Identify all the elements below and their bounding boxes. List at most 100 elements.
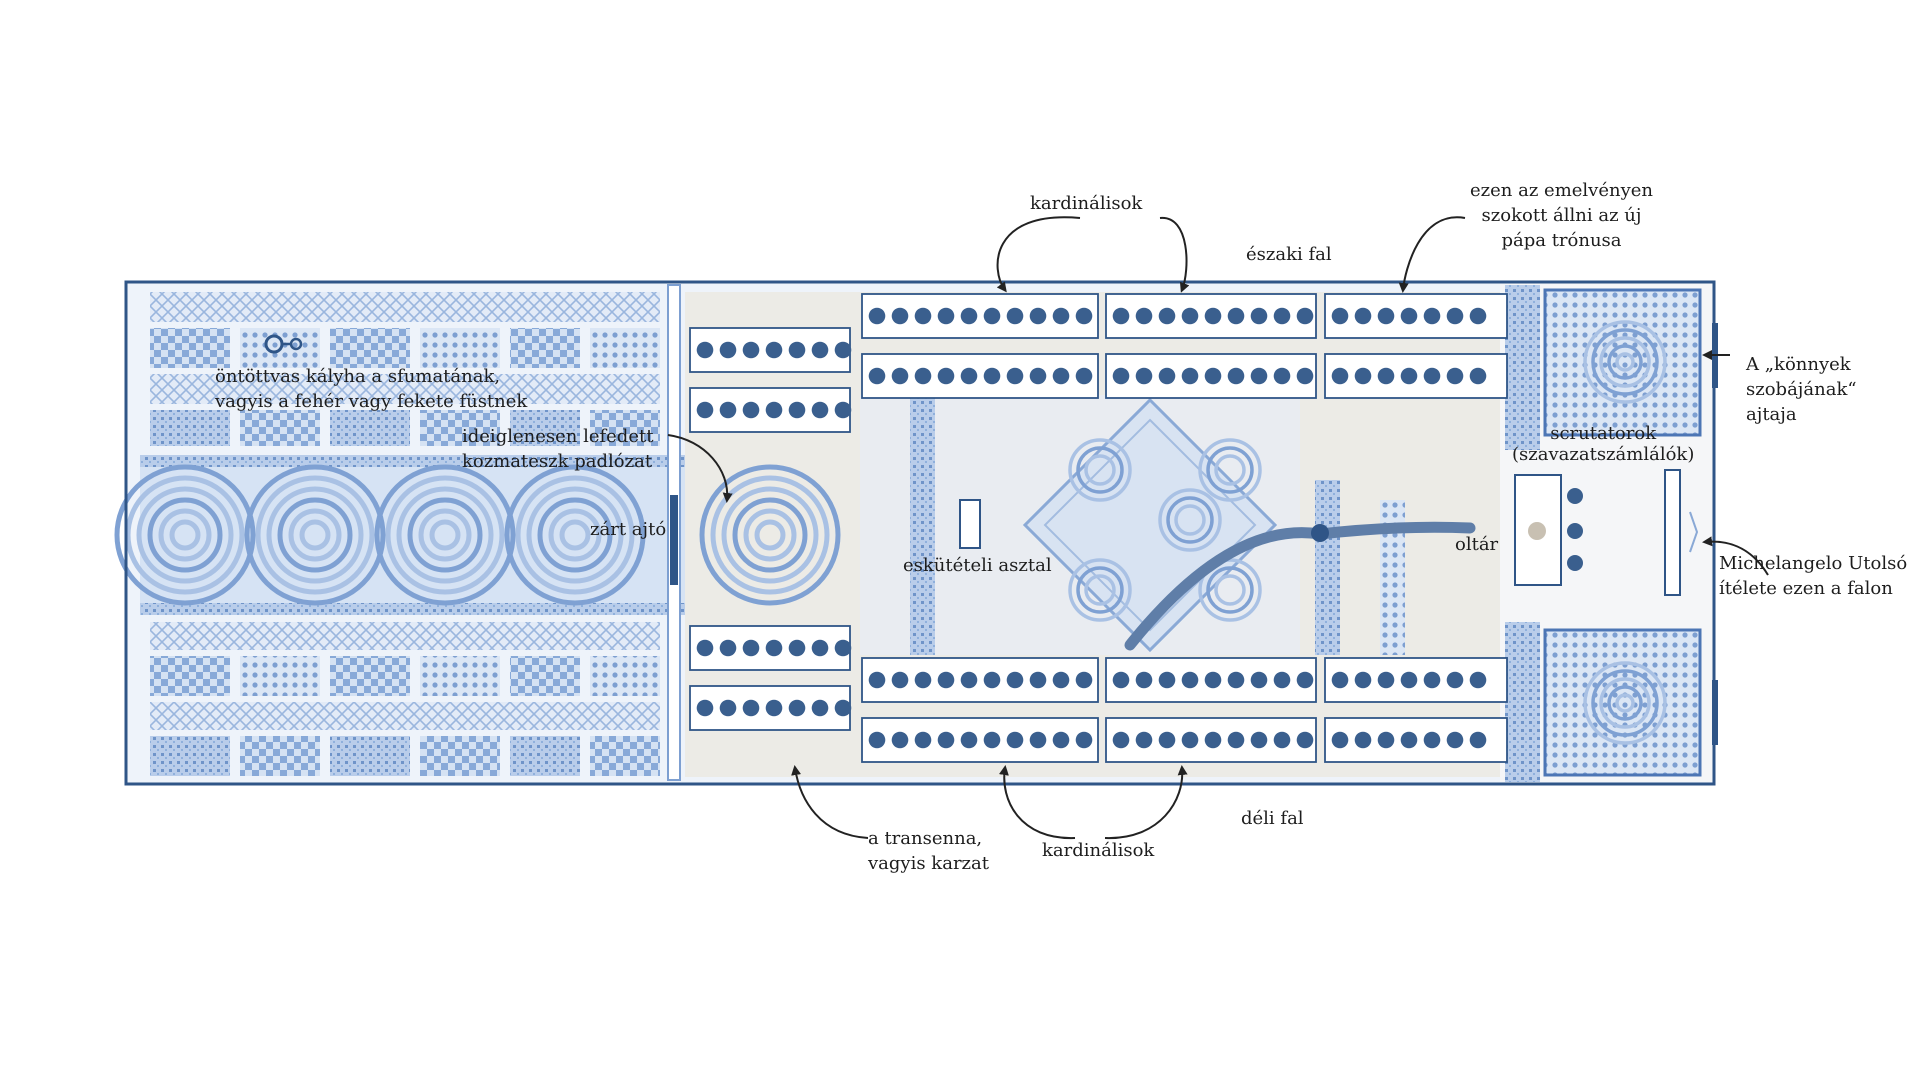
label-stove: öntöttvas kályha a sfumatának,vagyis a f…: [215, 366, 528, 412]
seat-icon: [696, 341, 714, 359]
seat-icon: [811, 341, 829, 359]
seat-row: [861, 353, 1099, 399]
seat-icon: [937, 367, 955, 385]
label-cardinals-bottom: kardinálisok: [1042, 840, 1155, 861]
seat-row: [1105, 657, 1317, 703]
altar-icon: [1528, 522, 1546, 540]
annotation-arrows: [667, 216, 1769, 840]
seat-icon: [1423, 731, 1441, 749]
seat-icon: [1446, 671, 1464, 689]
seat-icon: [1181, 731, 1199, 749]
seat-icon: [719, 341, 737, 359]
arrow-icon: [1159, 216, 1190, 293]
oath-table: [959, 499, 981, 549]
seat-row: [689, 387, 852, 433]
label-north-wall: északi fal: [1246, 244, 1332, 265]
seat-icon: [1296, 307, 1314, 325]
seat-row: [861, 657, 1099, 703]
seat-row: [689, 685, 852, 731]
seat-icon: [1400, 671, 1418, 689]
label-cardinals-top: kardinálisok: [1030, 193, 1143, 214]
seat-icon: [1006, 367, 1024, 385]
seat-icon: [1075, 367, 1093, 385]
seat-row: [1324, 717, 1508, 763]
label-closed-door: zárt ajtó: [590, 519, 667, 540]
seat-icon: [1273, 367, 1291, 385]
seat-icon: [1400, 731, 1418, 749]
antechamber-tiles-top: [150, 292, 660, 446]
circle-ornament: [1198, 438, 1262, 502]
seat-icon: [1075, 671, 1093, 689]
chapel-outline: [124, 280, 1716, 786]
stove-icon: [264, 334, 303, 354]
seat-icon: [1158, 367, 1176, 385]
cardinal-seating: [689, 293, 1508, 763]
seat-icon: [960, 731, 978, 749]
seat-icon: [1181, 671, 1199, 689]
seat-icon: [1029, 731, 1047, 749]
seat-row: [861, 293, 1099, 339]
seat-icon: [983, 671, 1001, 689]
seat-icon: [1377, 671, 1395, 689]
seat-icon: [1469, 367, 1487, 385]
circle-ornament: [1158, 488, 1222, 552]
seat-icon: [1052, 671, 1070, 689]
seat-icon: [1423, 307, 1441, 325]
seat-icon: [1204, 367, 1222, 385]
seat-icon: [891, 671, 909, 689]
seat-icon: [960, 307, 978, 325]
concentric-circle-ornaments: [114, 320, 1667, 745]
arrow-icon: [998, 765, 1076, 840]
seat-icon: [1250, 367, 1268, 385]
seat-row: [1324, 657, 1508, 703]
seat-icon: [1158, 671, 1176, 689]
circle-ornament: [1198, 558, 1262, 622]
seat-icon: [1029, 671, 1047, 689]
seat-icon: [1181, 367, 1199, 385]
seat-icon: [1112, 307, 1130, 325]
circle-ornament: [114, 464, 256, 606]
seat-icon: [696, 401, 714, 419]
circle-ornament: [1068, 558, 1132, 622]
circle-ornament: [1068, 438, 1132, 502]
seat-icon: [1400, 307, 1418, 325]
seat-icon: [1331, 731, 1349, 749]
seat-icon: [1296, 731, 1314, 749]
seat-icon: [811, 639, 829, 657]
circle-ornament: [244, 464, 386, 606]
seat-icon: [1331, 307, 1349, 325]
seat-icon: [1158, 307, 1176, 325]
seat-icon: [983, 731, 1001, 749]
seat-icon: [960, 671, 978, 689]
seat-icon: [891, 367, 909, 385]
seat-icon: [1204, 671, 1222, 689]
seat-row: [689, 625, 852, 671]
seat-icon: [1181, 307, 1199, 325]
seat-icon: [1250, 671, 1268, 689]
seat-icon: [891, 731, 909, 749]
arrow-icon: [667, 434, 733, 503]
arrow-icon: [996, 216, 1081, 293]
seat-icon: [1469, 731, 1487, 749]
seat-icon: [834, 401, 852, 419]
seat-icon: [788, 699, 806, 717]
seat-icon: [1377, 367, 1395, 385]
seat-icon: [1377, 307, 1395, 325]
seat-icon: [868, 731, 886, 749]
arrow-icon: [1104, 765, 1188, 840]
seat-icon: [1250, 731, 1268, 749]
seat-icon: [1469, 671, 1487, 689]
seat-icon: [1006, 307, 1024, 325]
seat-icon: [1354, 671, 1372, 689]
circle-ornament: [1583, 320, 1667, 404]
seat-icon: [1112, 671, 1130, 689]
label-transenna: a transenna,vagyis karzat: [868, 828, 989, 874]
seat-icon: [868, 307, 886, 325]
arc-marker: [1311, 524, 1329, 542]
seat-icon: [1273, 307, 1291, 325]
seat-icon: [1204, 307, 1222, 325]
label-altar: oltár: [1455, 534, 1499, 555]
